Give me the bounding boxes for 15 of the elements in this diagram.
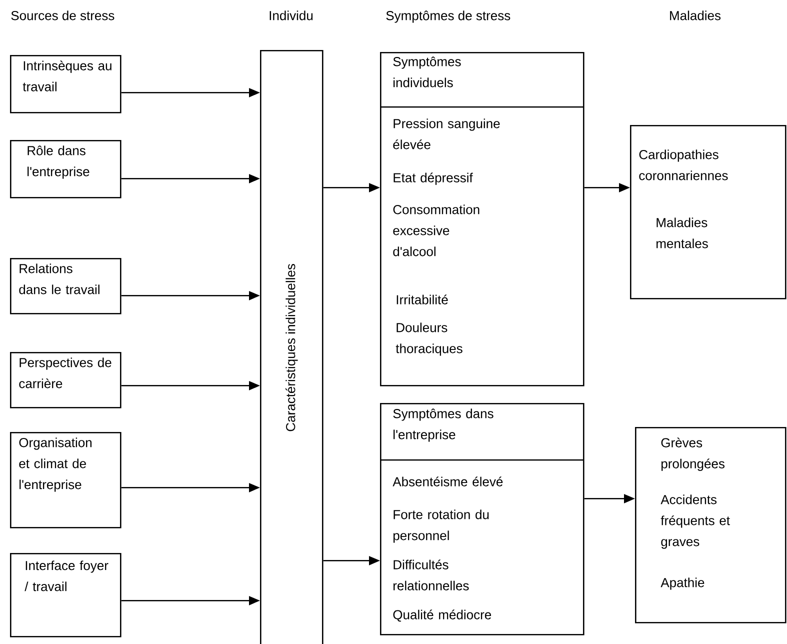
column-heading: Symptômes de stress [386,10,510,23]
source-box: Interface foyer / travail [10,553,122,638]
source-box: Perspectives de carrière [10,352,122,408]
column-heading: Sources de stress [11,10,114,20]
symptom-box: Symptômes dans l'entreprise Absentéisme élevé Forte rotation du personnel Difficultés relationnelles Qualité médiocre [380,403,584,636]
vertical-bar: Caractéristiques individuelles [260,50,324,644]
column-heading: Maladies [670,10,721,20]
symptom-box: Symptômes individuels Pression sanguine élevée Etat dépressif Consommation excessive d'alcool Irritabilité Douleurs thoraciques [380,52,584,386]
disease-box: Grèves prolongées Accidents fréquents et graves Apathie [635,427,786,624]
source-box: Intrinsèques au travail [10,55,122,114]
column-heading: Individu [270,10,313,20]
source-box: Relations dans le travail [10,258,122,314]
disease-box: Cardiopathies coronnariennes Maladies mentales [630,125,786,300]
source-box: Rôle dans l'entreprise [10,140,122,198]
source-box: Organisation et climat de l'entreprise [10,432,122,528]
